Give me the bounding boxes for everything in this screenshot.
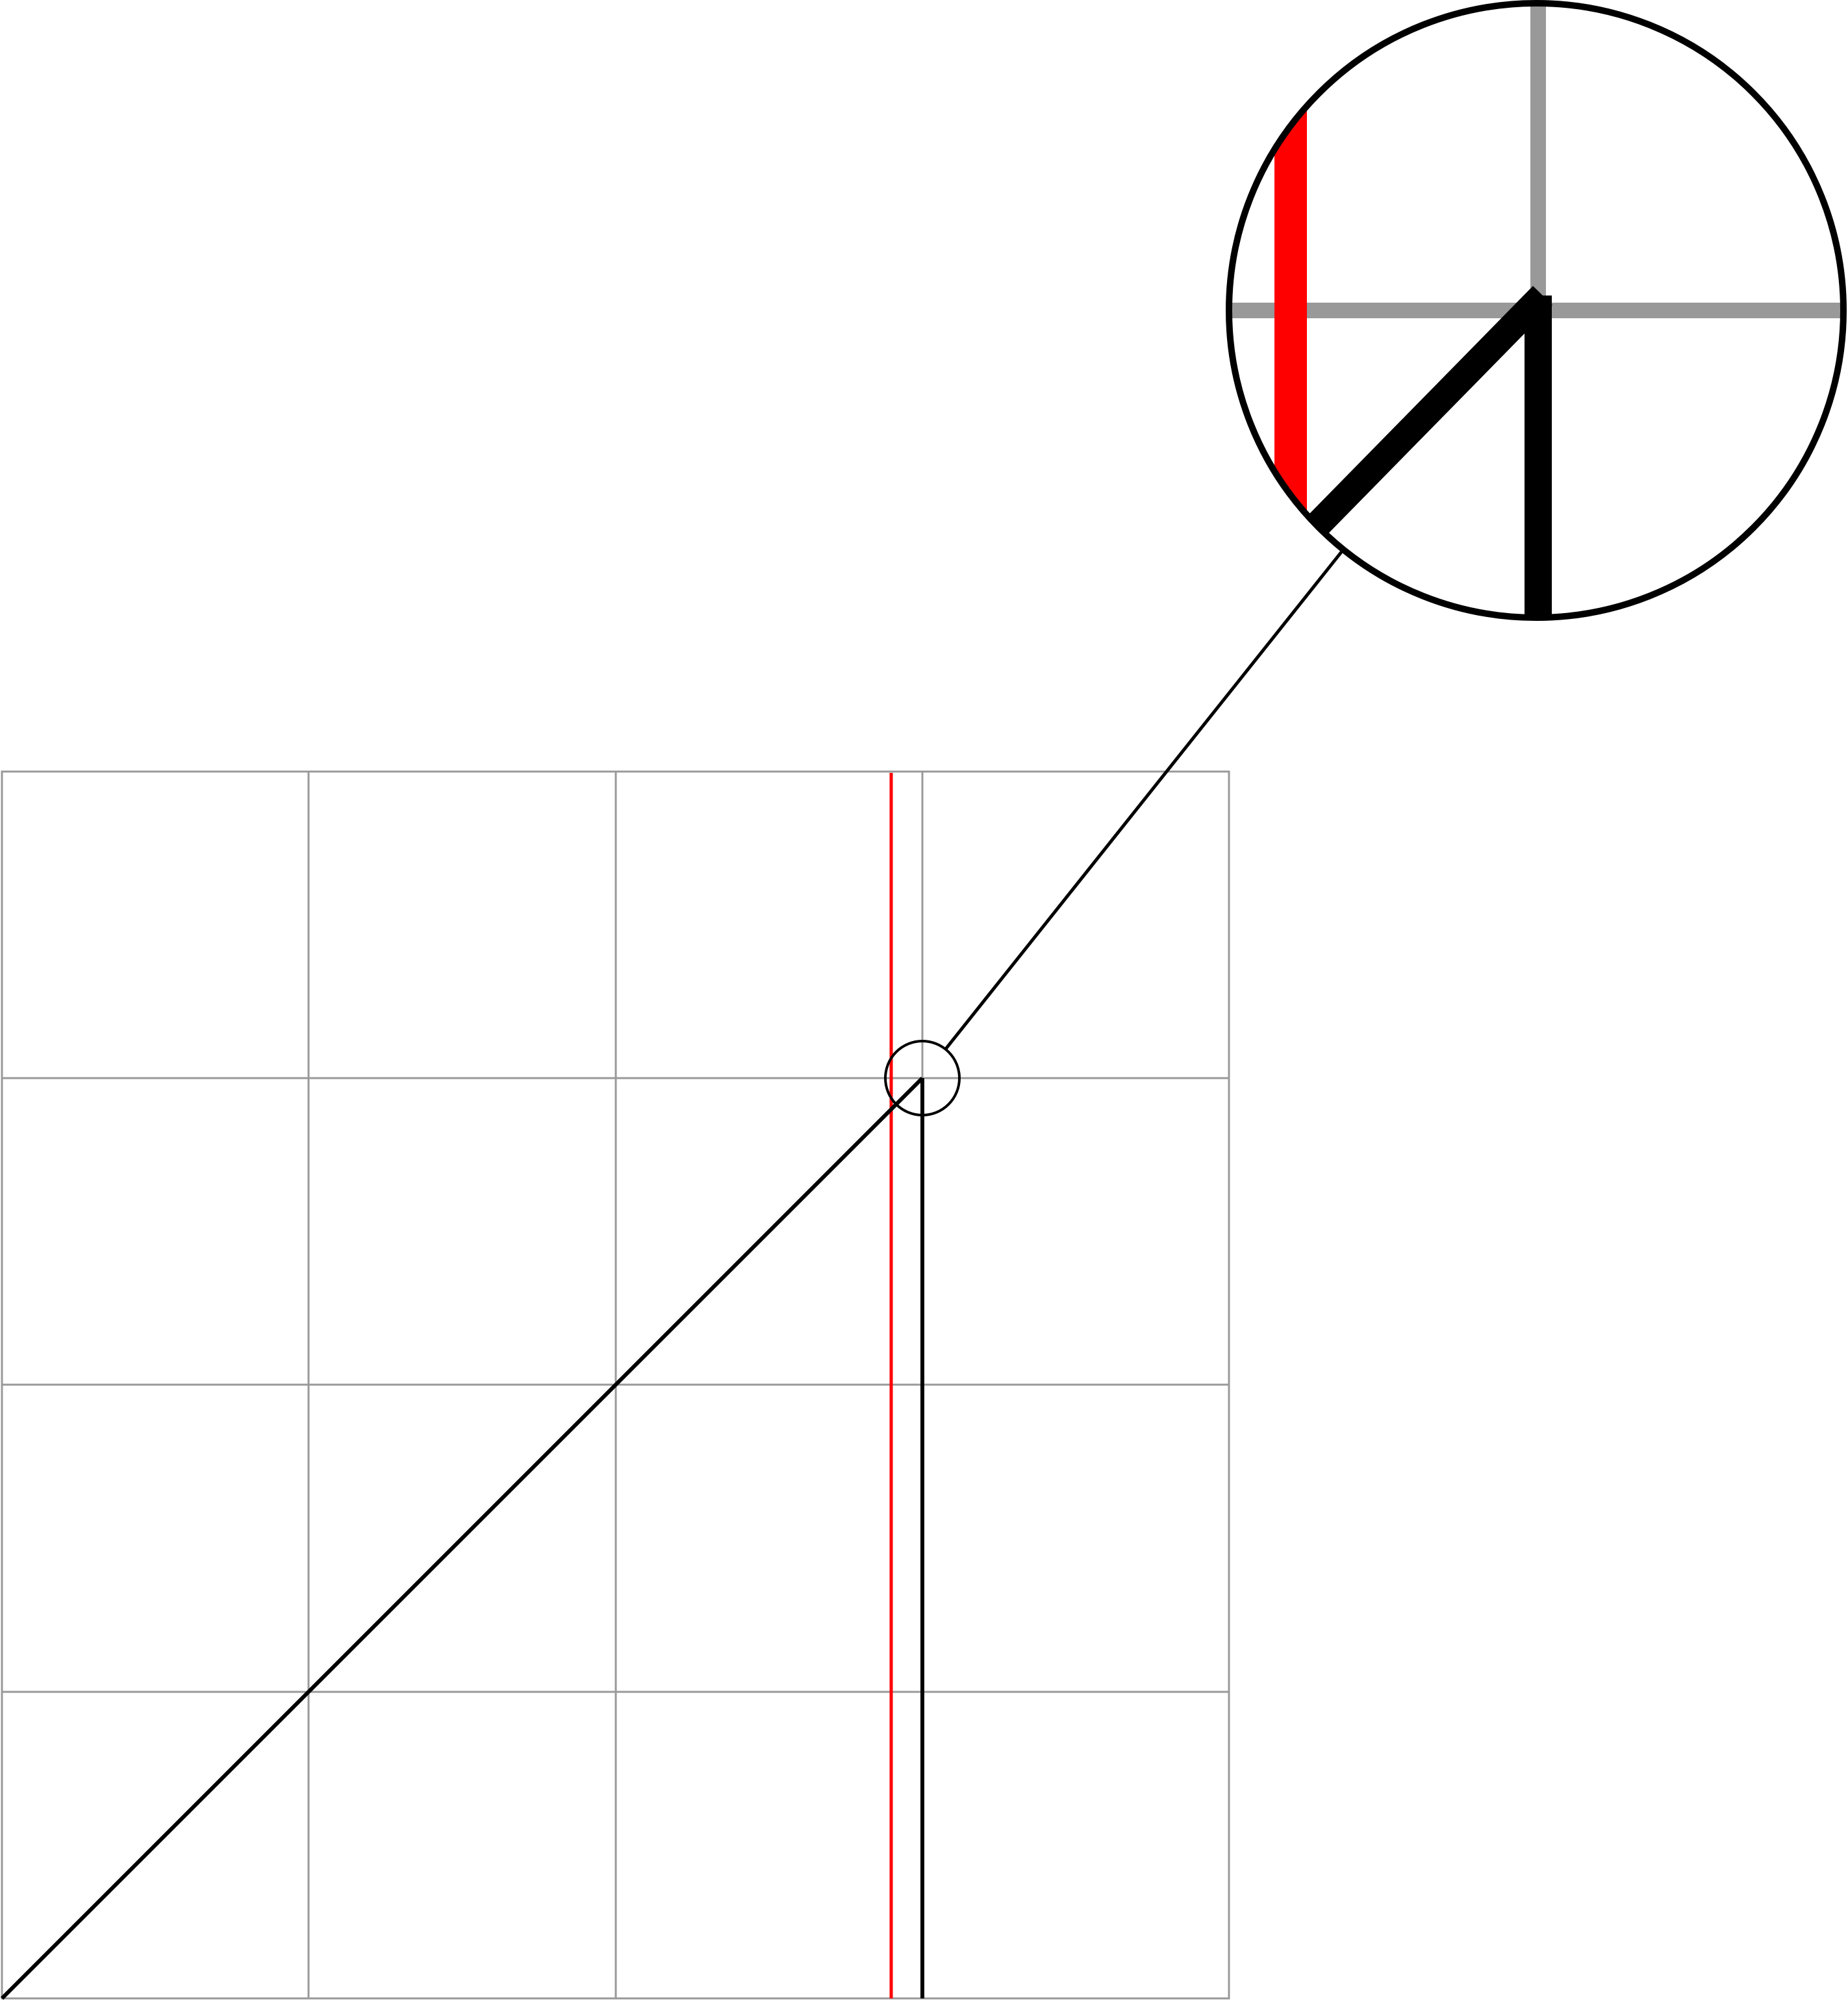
magnifier (1226, 0, 1847, 621)
magnifier-ring (1226, 0, 1847, 621)
diagonal-line (0, 1076, 924, 2000)
focus-circle (884, 1040, 961, 1116)
leader-line (944, 551, 1343, 1050)
